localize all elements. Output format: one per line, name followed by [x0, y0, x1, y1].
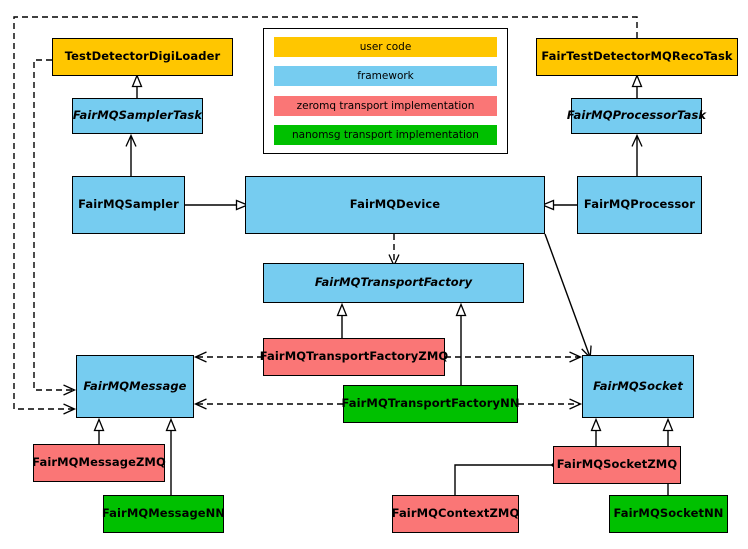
class-node-testdetectordigiloader[interactable]: TestDetectorDigiLoader	[52, 38, 233, 76]
class-label: FairMQSocket	[593, 378, 683, 393]
legend-label-nanomsg: nanomsg transport implementation	[292, 128, 479, 141]
legend: user code framework zeromq transport imp…	[263, 28, 508, 154]
class-label: FairMQMessageZMQ	[32, 455, 166, 470]
class-node-fairmqcontextzmq[interactable]: FairMQContextZMQ	[392, 495, 519, 533]
legend-label-user-code: user code	[359, 41, 412, 53]
edge-contextzmq-socketzmq	[454, 459, 566, 495]
legend-item-framework: framework	[274, 66, 497, 87]
legend-item-user-code: user code	[274, 37, 497, 57]
class-label: TestDetectorDigiLoader	[64, 49, 221, 64]
class-node-fairmqmessagenn[interactable]: FairMQMessageNN	[101, 495, 226, 533]
legend-label-framework: framework	[357, 70, 414, 83]
class-node-fairtestdetectormqrecotask[interactable]: FairTestDetectorMQRecoTask	[536, 38, 738, 76]
class-node-fairmqdevice[interactable]: FairMQDevice	[245, 176, 545, 234]
class-node-fairmqprocessor[interactable]: FairMQProcessor	[577, 176, 702, 234]
legend-item-zeromq: zeromq transport implementation	[274, 95, 497, 116]
class-node-fairmqsamplertask[interactable]: FairMQSamplerTask	[72, 98, 203, 134]
edge-device-socket	[544, 233, 590, 357]
class-node-fairmqsampler[interactable]: FairMQSampler	[72, 176, 185, 234]
class-node-fairmqmessagezmq[interactable]: FairMQMessageZMQ	[32, 444, 166, 482]
class-label: FairMQTransportFactory	[314, 275, 473, 290]
class-label: FairMQDevice	[349, 197, 441, 212]
class-node-fairmqsocketnn[interactable]: FairMQSocketNN	[609, 495, 728, 533]
class-label: FairMQSocketZMQ	[556, 457, 678, 472]
edge-digiloader-message	[33, 59, 74, 390]
legend-label-zeromq: zeromq transport implementation	[296, 99, 475, 112]
class-node-fairmqtransportfactorynn[interactable]: FairMQTransportFactoryNN	[341, 385, 520, 423]
class-node-fairmqtransportfactory[interactable]: FairMQTransportFactory	[263, 263, 524, 303]
legend-item-nanomsg: nanomsg transport implementation	[274, 124, 497, 145]
class-label: FairMQMessage	[83, 378, 187, 393]
class-label: FairMQProcessorTask	[566, 108, 707, 123]
class-node-fairmqsocket[interactable]: FairMQSocket	[582, 355, 694, 418]
class-label: FairMQSocketNN	[613, 506, 724, 521]
class-node-fairmqsocketzmq[interactable]: FairMQSocketZMQ	[553, 446, 681, 484]
class-label: FairMQSampler	[78, 197, 179, 212]
class-label: FairMQProcessor	[583, 197, 696, 212]
class-label: FairTestDetectorMQRecoTask	[541, 49, 733, 64]
class-node-fairmqmessage[interactable]: FairMQMessage	[76, 355, 194, 418]
class-label: FairMQContextZMQ	[391, 506, 520, 521]
class-node-fairmqprocessortask[interactable]: FairMQProcessorTask	[567, 98, 706, 134]
class-node-fairmqtransportfactoryzmq[interactable]: FairMQTransportFactoryZMQ	[260, 338, 448, 376]
class-label: FairMQTransportFactoryNN	[341, 396, 520, 411]
class-label: FairMQSamplerTask	[72, 108, 203, 123]
class-label: FairMQMessageNN	[101, 506, 226, 521]
class-label: FairMQTransportFactoryZMQ	[259, 349, 449, 364]
